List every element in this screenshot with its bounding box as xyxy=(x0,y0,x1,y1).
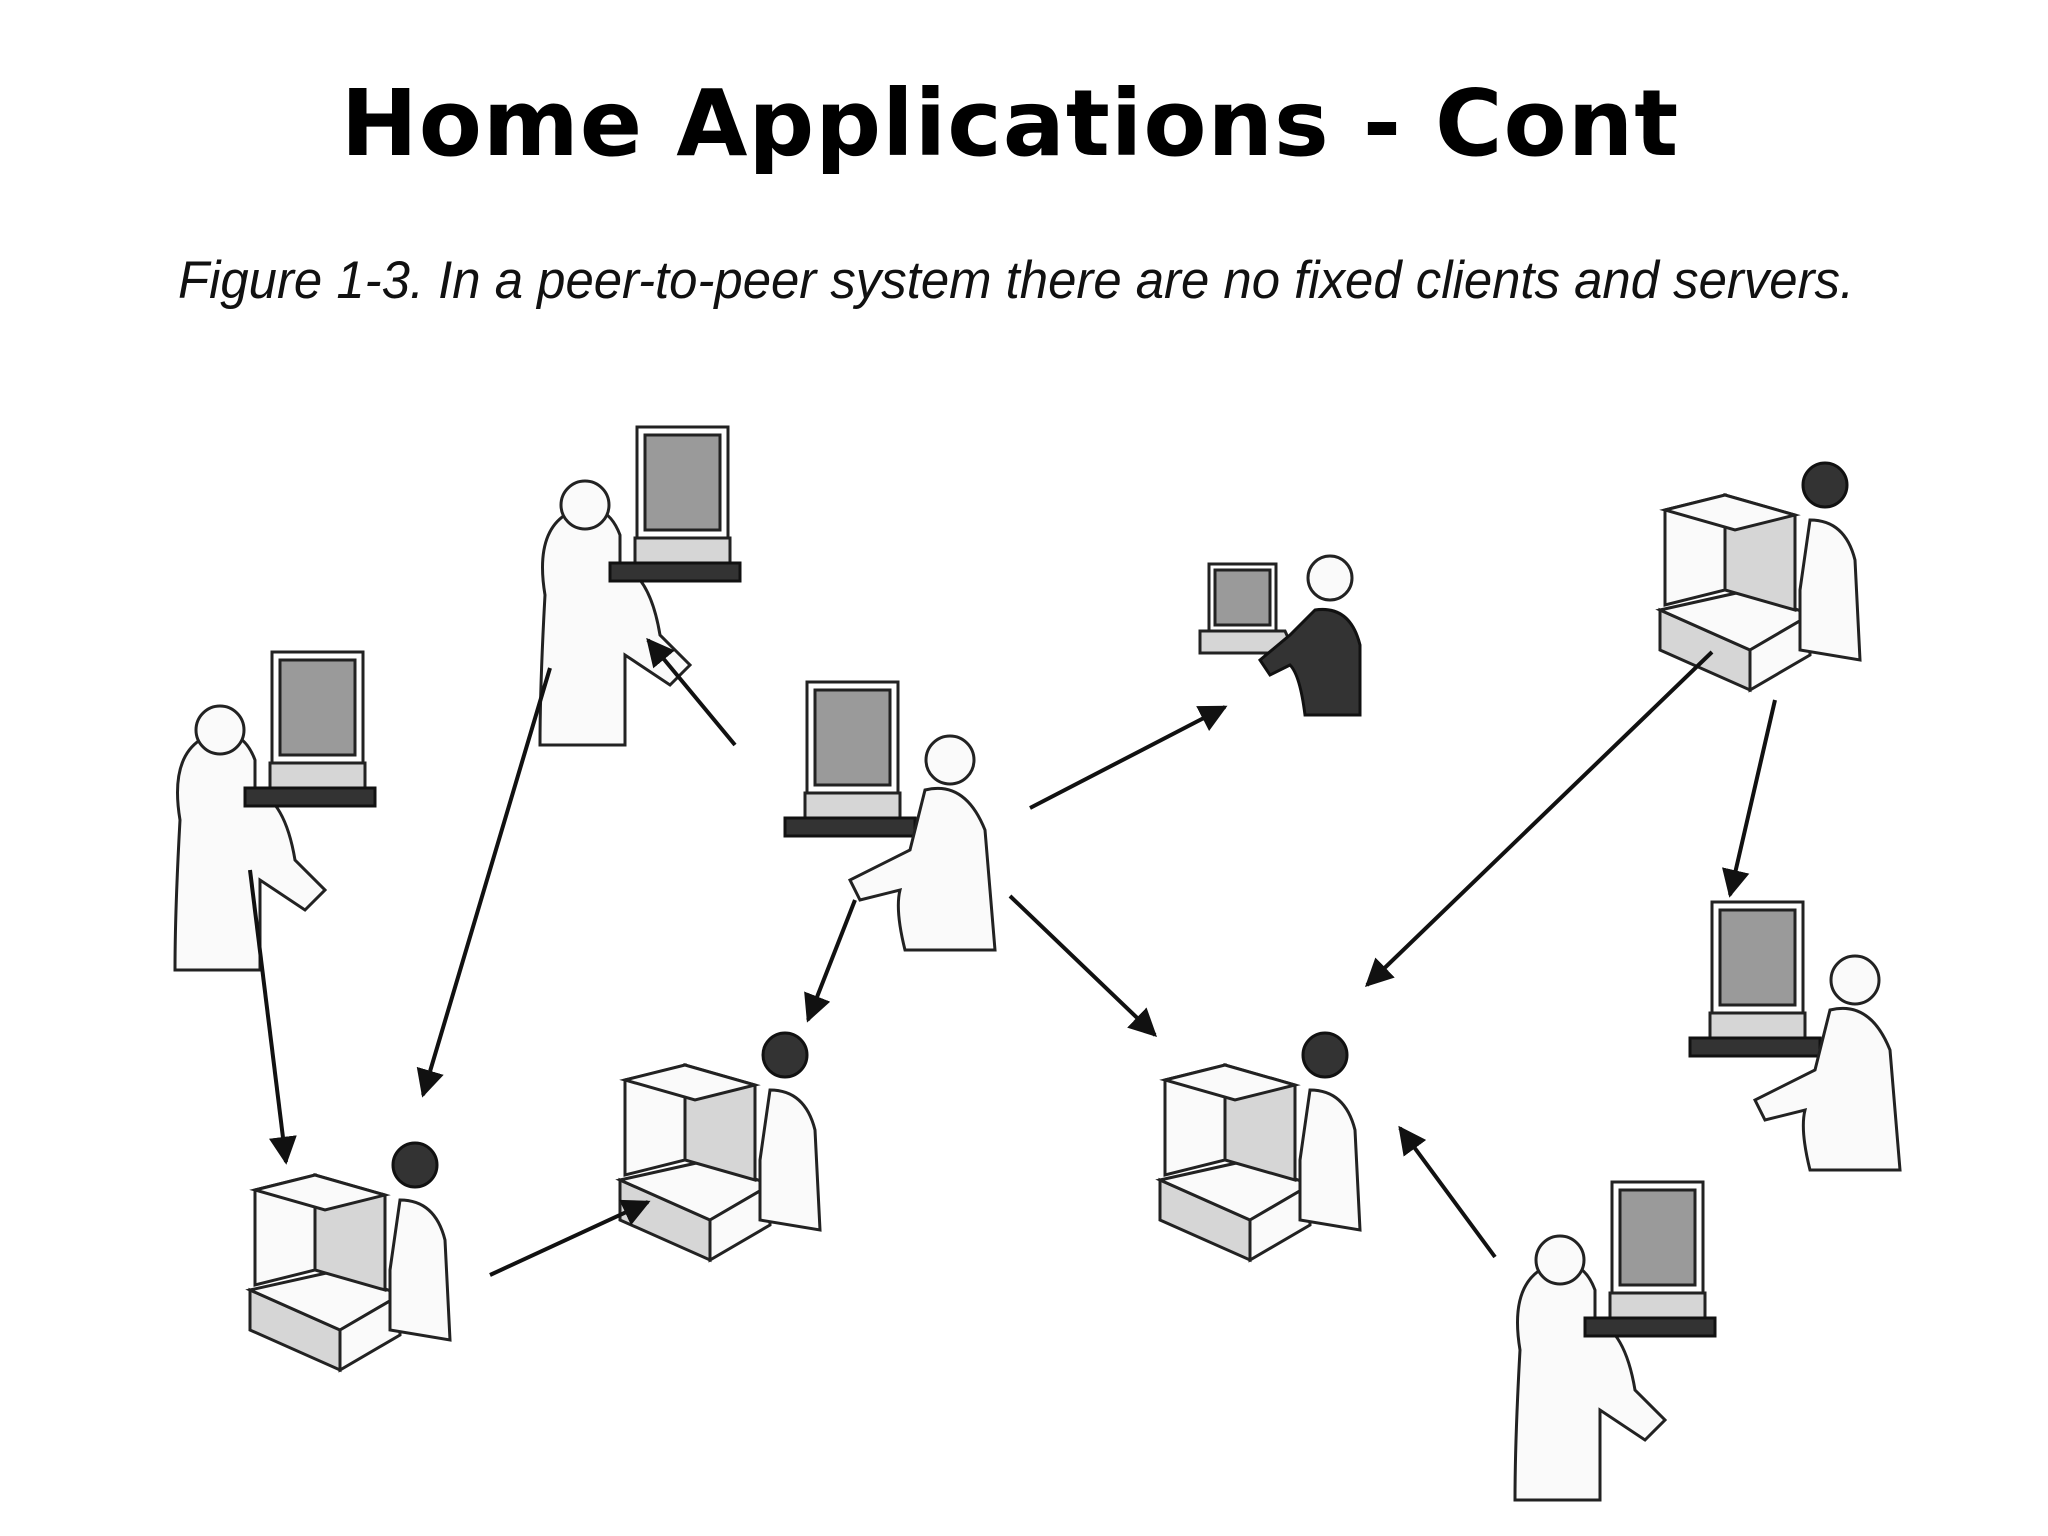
node-peer-top-left xyxy=(538,425,742,747)
arrow-top-right-to-right xyxy=(1722,699,1777,898)
arrow-center-to-bottom-center-right xyxy=(1008,894,1158,1037)
figure-caption: Figure 1-3. In a peer-to-peer system the… xyxy=(178,251,1855,310)
node-peer-laptop xyxy=(1198,554,1362,717)
node-peer-top-right xyxy=(1658,461,1862,692)
arrow-bottom-right-to-bottom-center-right xyxy=(1398,1125,1497,1259)
arrow-top-left-to-bottom-left xyxy=(416,667,552,1098)
arrow-bottom-left-to-bottom-center-left xyxy=(489,1199,651,1277)
node-peer-center xyxy=(783,680,997,952)
tower-user-icon xyxy=(618,1031,822,1262)
tower-user-icon xyxy=(248,1141,452,1372)
desktop-user-icon xyxy=(538,425,742,747)
arrow-left-to-bottom-left xyxy=(248,869,297,1165)
desktop-user-icon xyxy=(1688,900,1902,1172)
desktop-user-icon xyxy=(1513,1180,1717,1502)
arrow-center-to-top-left xyxy=(646,637,737,747)
node-peer-bottom-center-right xyxy=(1158,1031,1362,1262)
node-peer-bottom-right xyxy=(1513,1180,1717,1502)
node-peer-left xyxy=(173,650,377,972)
desktop-user-icon xyxy=(173,650,377,972)
node-peer-bottom-center-left xyxy=(618,1031,822,1262)
node-peer-right xyxy=(1688,900,1902,1172)
desktop-user-icon xyxy=(783,680,997,952)
node-peer-bottom-left xyxy=(248,1141,452,1372)
arrow-top-right-to-bottom-center-right xyxy=(1364,650,1714,987)
tower-user-icon xyxy=(1158,1031,1362,1262)
laptop-user-icon xyxy=(1198,554,1362,717)
arrow-center-to-bottom-center-left xyxy=(804,899,857,1023)
tower-user-icon xyxy=(1658,461,1862,692)
slide-title: Home Applications - Cont xyxy=(340,70,1680,177)
arrow-center-to-laptop xyxy=(1029,705,1228,810)
